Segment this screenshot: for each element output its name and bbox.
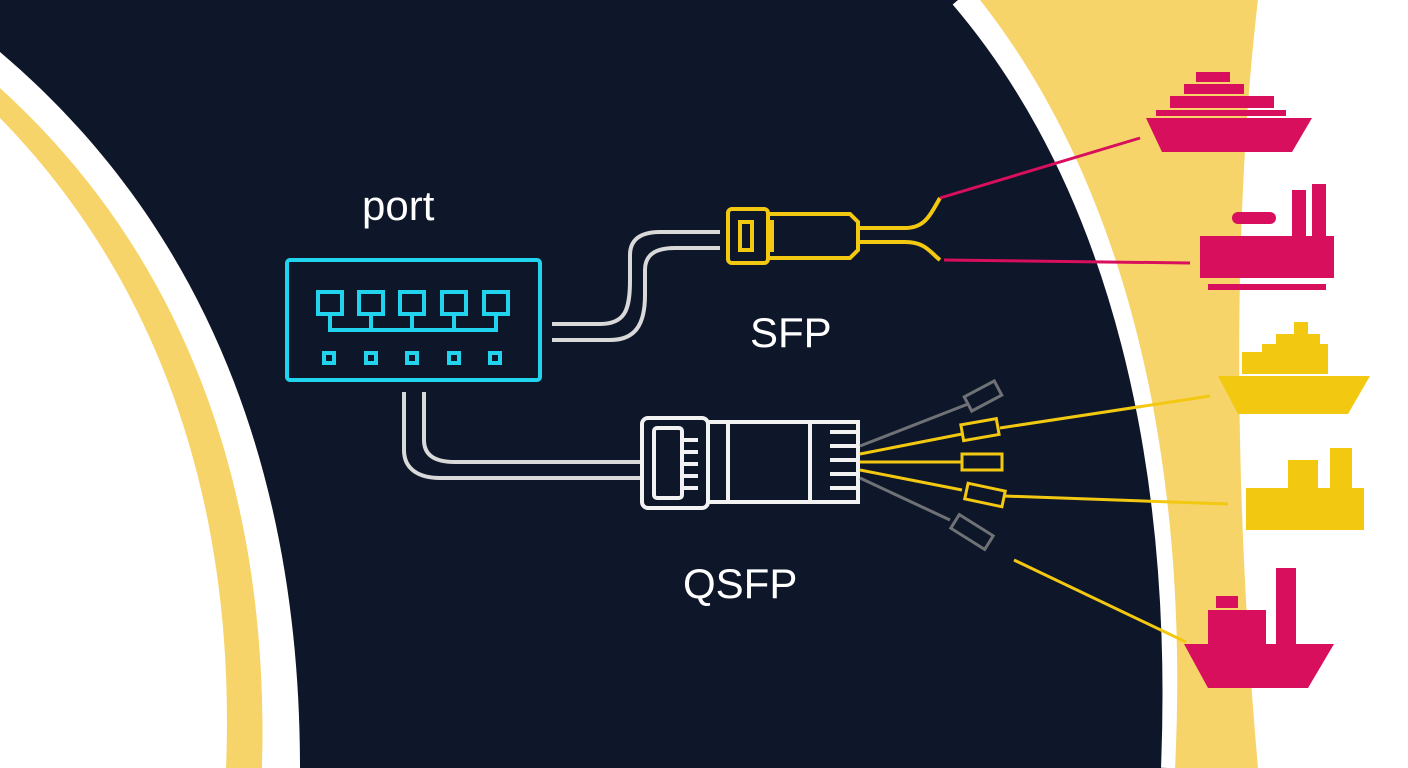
fiber-connector [959,416,1001,443]
right-yellow-band [980,0,1270,768]
sfp-body [726,207,770,265]
sfp-module [726,196,942,265]
qsfp-label: QSFP [683,560,797,607]
inner-left-white-arc [0,52,300,768]
qsfp-output-lines [999,394,1229,644]
qsfp-body [640,416,710,510]
factory-ship-icon [1184,568,1334,688]
fiber-connector [960,452,1004,472]
qsfp-breakout [859,378,1008,552]
qsfp-latch-ribs [682,438,698,490]
switch-bus [328,314,498,332]
qsfp-teeth [830,430,856,490]
qsfp-barrel [708,420,860,504]
switch-led [405,351,419,365]
factory-icon [1200,184,1334,290]
switch-led [447,351,461,365]
switch-led [488,351,502,365]
cable-to-qsfp [402,392,640,480]
sfp-output-lines [939,136,1191,265]
left-white-gap [0,118,227,768]
port-switch [285,258,542,382]
ship-icon [1146,72,1312,152]
fiber-connector [962,378,1004,414]
fiber-connector [948,512,996,552]
dark-center [0,0,1170,768]
sfp-tail [858,196,942,262]
sfp-latch [738,220,754,252]
cable-to-sfp [552,230,720,342]
factory-icon [1246,448,1364,530]
dark-edge-white-line [952,0,1177,768]
switch-body [285,258,542,382]
qsfp-module [640,416,860,510]
sfp-barrel [768,212,860,260]
sfp-label: SFP [750,309,832,356]
switch-led [322,351,336,365]
ship-icon [1218,322,1370,414]
port-label: port [362,182,435,229]
fiber-connector [962,481,1008,509]
switch-led [364,351,378,365]
qsfp-barrel-line [726,424,812,500]
